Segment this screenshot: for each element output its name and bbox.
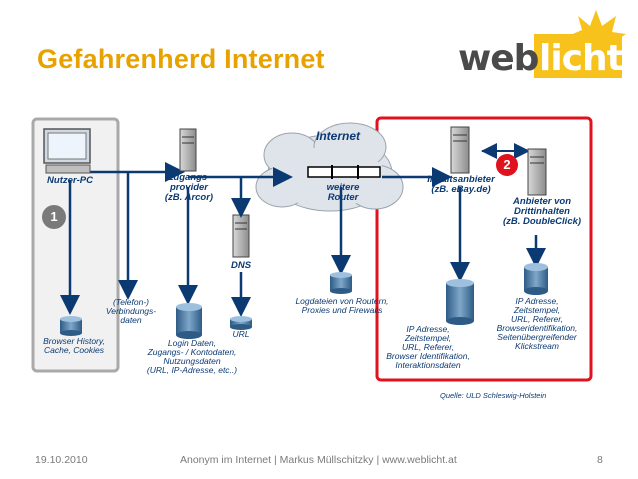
storage-inhaltsanbieter — [446, 279, 474, 325]
diagram-source: Quelle: ULD Schleswig-Holstein — [440, 391, 547, 400]
label-store-login: Login Daten, Zugangs- / Kontodaten, Nutz… — [146, 338, 238, 375]
server-dns — [232, 214, 250, 258]
label-store-url: URL — [232, 329, 250, 339]
badge-one-label: 1 — [50, 209, 58, 224]
slide-title: Gefahrenherd Internet — [37, 44, 325, 74]
label-inhaltsanbieter: Inhaltsanbieter (zB. eBay.de) — [427, 174, 495, 195]
storage-logdateien — [330, 272, 352, 294]
storage-drittinhalte — [524, 263, 548, 295]
weblicht-logo: web licht — [456, 8, 626, 88]
label-dns: DNS — [230, 260, 252, 271]
user-zone-box — [31, 117, 120, 373]
highlight-box — [375, 116, 593, 382]
footer-page-number: 8 — [597, 454, 603, 466]
pc-icon — [43, 128, 91, 174]
server-inhaltsanbieter — [450, 126, 470, 174]
badge-two-label: 2 — [503, 157, 511, 172]
label-store-browser: Browser History, Cache, Cookies — [43, 336, 105, 355]
label-nutzer-pc: Nutzer-PC — [47, 175, 93, 186]
storage-browser — [60, 316, 82, 336]
badge-two-icon — [496, 154, 518, 176]
label-store-drittinhalte: IP Adresse, Zeitstempel, URL, Referer, B… — [496, 296, 578, 351]
label-internet: Internet — [315, 129, 360, 143]
diagram-graphics — [31, 116, 593, 382]
router-bar — [307, 166, 381, 178]
label-store-logdateien: Logdateien von Routern, Proxies und Fire… — [295, 296, 389, 315]
logo-burst-icon — [534, 10, 626, 78]
badge-one-icon — [42, 205, 66, 229]
label-store-telefon: (Telefon-) Verbindungs- daten — [105, 297, 157, 325]
label-router: weitere Router — [326, 182, 360, 203]
server-zugangsprovider — [179, 128, 197, 172]
network-diagram: 1 2 Nutzer-PC Zugangs- provider (zB. Arc… — [30, 115, 598, 415]
server-drittinhalte — [527, 148, 547, 196]
logo-text-web: web — [458, 38, 539, 79]
storage-url — [230, 316, 252, 330]
label-drittinhalte: Anbieter von Drittinhalten (zB. DoubleCl… — [502, 196, 582, 227]
footer-date: 19.10.2010 — [35, 454, 88, 466]
logo-text-licht: licht — [539, 38, 624, 79]
label-store-inhaltsanbieter: IP Adresse, Zeitstempel, URL, Referer, B… — [386, 324, 470, 370]
label-zugangsprovider: Zugangs- provider (zB. Arcor) — [164, 172, 214, 203]
footer-center: Anonym im Internet | Markus Müllschitzky… — [180, 454, 457, 466]
storage-login — [176, 303, 202, 339]
